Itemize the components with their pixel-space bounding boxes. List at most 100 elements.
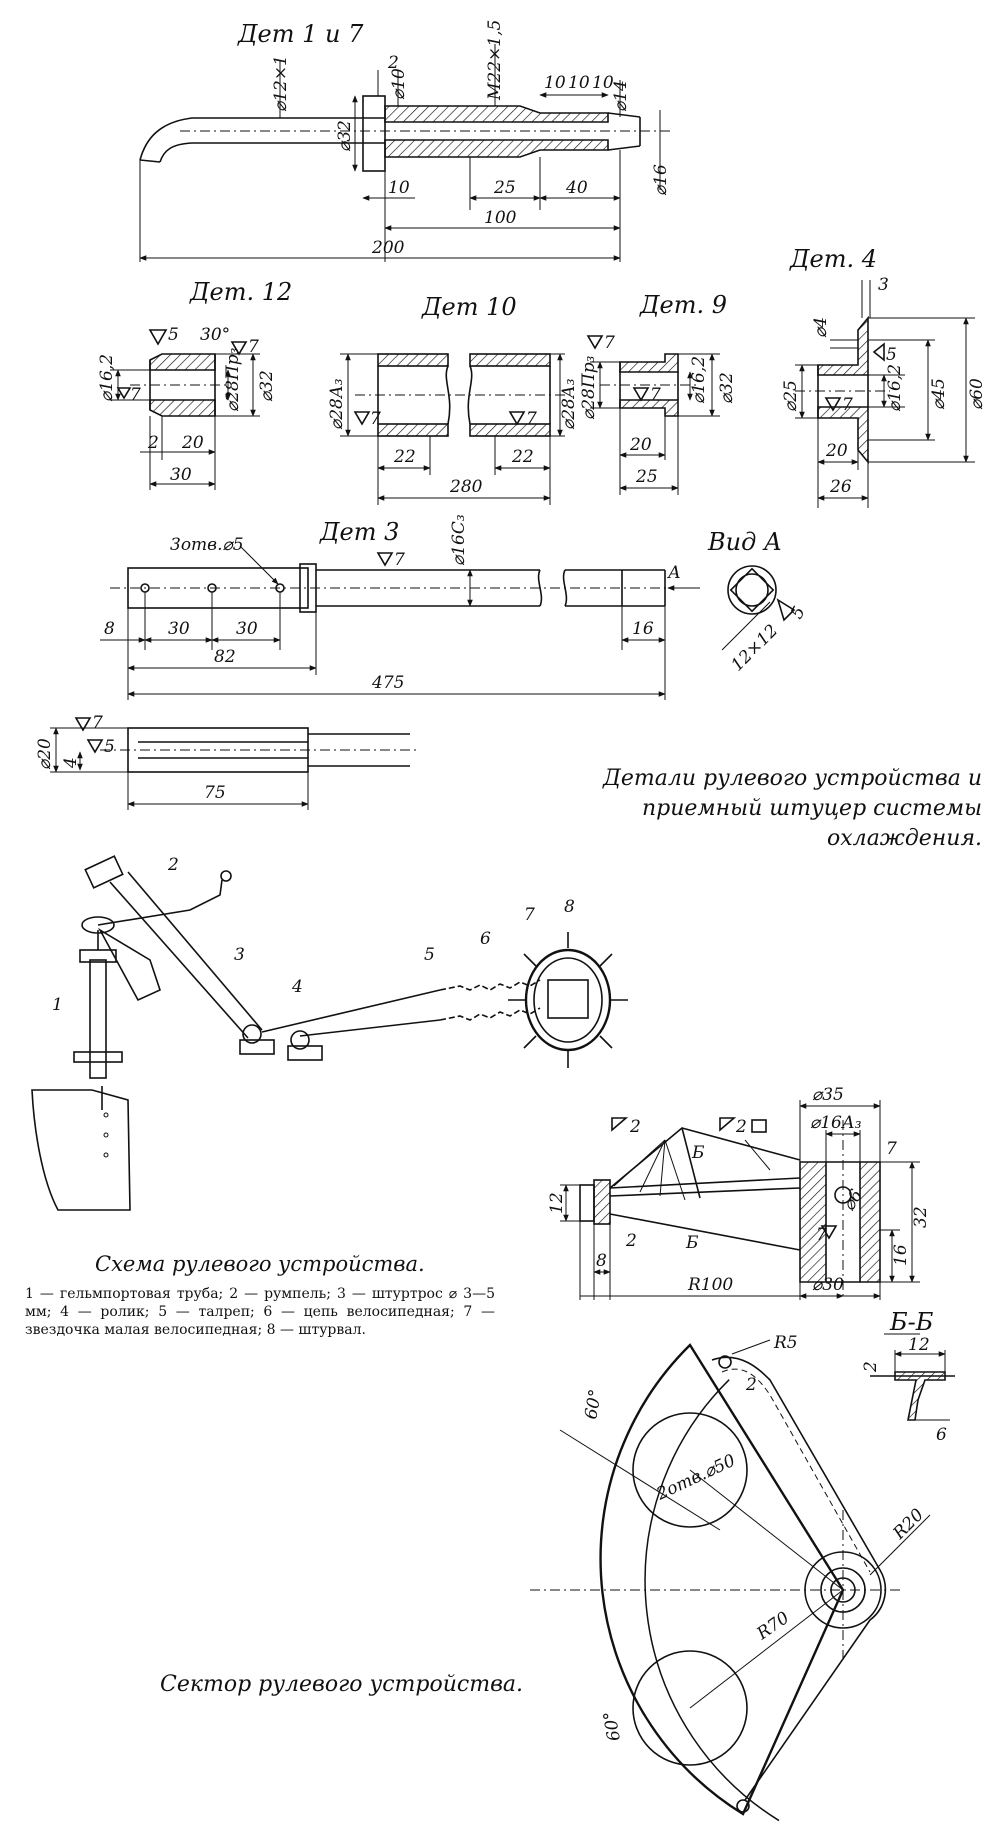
dim-12-5: 5 (168, 325, 179, 345)
dim-3-8: 8 (104, 619, 115, 639)
dim-b200: 200 (371, 238, 405, 258)
detail-3-drawing: Дет 3 3отв.⌀5 7 ⌀16С₃ А 8 (100, 514, 700, 700)
dim-f-d16a: ⌀16А₃ (810, 1113, 862, 1133)
dim-12-20: 20 (181, 433, 204, 453)
dim-10-7b: 7 (526, 409, 537, 429)
dim-12-7b: 7 (130, 385, 141, 405)
dim-vid-a-sq: 12×12 (727, 621, 782, 676)
detail-12-title: Дет. 12 (189, 278, 292, 306)
dim-bb-6: 6 (936, 1425, 947, 1445)
dim-b100: 100 (484, 208, 517, 228)
scheme-num-7: 7 (524, 905, 535, 925)
dim-f-2b: 2 (735, 1117, 747, 1137)
dim-10-d28a: ⌀28А₃ (327, 378, 347, 430)
detail-1-7-title: Дет 1 и 7 (237, 20, 364, 48)
cooling-fitting-drawing: 2 2 Б Б ⌀35 ⌀16А₃ 7 ⌀6 32 16 7 (547, 1085, 931, 1300)
dim-10-280: 280 (449, 477, 483, 497)
dim-3-475: 475 (371, 673, 404, 693)
dim-9-d32: ⌀32 (717, 372, 737, 404)
dim-3e-75: 75 (204, 783, 226, 803)
dim-3e-5: 5 (104, 737, 115, 757)
dim-12-d162: ⌀16,2 (97, 354, 117, 402)
dim-d32: ⌀32 (335, 120, 355, 152)
dim-f-7b: 7 (816, 1225, 827, 1245)
scheme-legend: 1 — гельмпортовая труба; 2 — румпель; 3 … (25, 1286, 495, 1338)
dim-9-7b: 7 (650, 385, 661, 405)
dim-f-b1: Б (691, 1143, 705, 1163)
steering-scheme-drawing: 1 2 3 4 5 6 7 8 (31, 855, 628, 1211)
view-a-title: Вид А (707, 528, 782, 556)
dim-4-26: 26 (829, 477, 852, 497)
dim-d12x1: ⌀12×1 (271, 55, 291, 112)
dim-4-d25: ⌀25 (781, 380, 801, 412)
dim-3e-d20: ⌀20 (35, 738, 55, 770)
section-bb-title: Б-Б (889, 1308, 934, 1336)
dim-12-7: 7 (248, 337, 259, 357)
dim-10-7a: 7 (370, 409, 381, 429)
dim-9-25: 25 (635, 467, 658, 487)
dim-4-d4: ⌀4 (811, 317, 831, 338)
dim-f-d30: ⌀30 (812, 1275, 844, 1295)
dim-4-d45: ⌀45 (929, 378, 949, 410)
dim-4-20: 20 (825, 441, 848, 461)
detail-3-title: Дет 3 (319, 518, 399, 546)
dim-9-d162: ⌀16,2 (689, 356, 709, 404)
detail-1-7-drawing: Дет 1 и 7 ⌀12×1 ⌀32 2 ⌀10 М22×1,5 10 10 … (139, 20, 671, 262)
dim-b10: 10 (388, 178, 410, 198)
dim-10-22b: 22 (511, 447, 534, 467)
dim-sector-holes: 2отв.⌀50 (653, 1451, 739, 1505)
dim-f-d35: ⌀35 (812, 1085, 844, 1105)
section-bb-drawing: Б-Б 12 2 6 (861, 1308, 955, 1445)
dim-bb-2: 2 (861, 1361, 881, 1373)
dim-sector-r20: R20 (889, 1505, 928, 1544)
dim-sector-2: 2 (745, 1375, 757, 1395)
dim-f-12: 12 (547, 1192, 567, 1214)
detail-12-drawing: Дет. 12 ⌀16,2 ⌀28Пр₃ ⌀32 5 30° 7 7 2 20 … (97, 278, 292, 490)
dim-bb-12: 12 (908, 1335, 930, 1355)
dim-3-7: 7 (394, 550, 405, 570)
scheme-num-1: 1 (52, 995, 63, 1015)
dim-d10: ⌀10 (389, 68, 409, 100)
dim-d14: ⌀14 (611, 80, 631, 112)
scheme-num-3: 3 (234, 945, 245, 965)
dim-12-d28: ⌀28Пр₃ (223, 347, 243, 412)
dim-b40: 40 (565, 178, 588, 198)
dim-f-2a: 2 (629, 1117, 641, 1137)
dim-f-7: 7 (886, 1139, 897, 1159)
dim-12-angle: 30° (200, 325, 230, 345)
dim-3-d16: ⌀16С₃ (449, 514, 469, 566)
detail-4-title: Дет. 4 (789, 245, 877, 273)
dim-4-7: 7 (842, 395, 853, 415)
dim-3-30b: 30 (236, 619, 258, 639)
detail-9-drawing: Дет. 9 7 ⌀28Пр₃ 7 ⌀16,2 ⌀32 20 25 (579, 291, 737, 495)
dim-4-d60: ⌀60 (967, 378, 987, 410)
dim-10-22a: 22 (393, 447, 416, 467)
dim-4-5: 5 (886, 345, 897, 365)
scheme-num-2: 2 (167, 855, 179, 875)
dim-sector-r70: R70 (753, 1608, 794, 1645)
dim-10b: 10 (568, 73, 590, 93)
sector-drawing: R5 2 60° 2отв.⌀50 R20 R70 60° (530, 1333, 931, 1822)
scheme-num-5: 5 (424, 945, 435, 965)
dim-f-2: 2 (625, 1231, 637, 1251)
dim-b25: 25 (493, 178, 516, 198)
detail-9-title: Дет. 9 (639, 291, 727, 319)
detail-10-title: Дет 10 (421, 293, 517, 321)
dim-3-a: А (667, 563, 681, 583)
scheme-num-6: 6 (480, 929, 491, 949)
scheme-num-8: 8 (564, 897, 575, 917)
dim-m22: М22×1,5 (485, 20, 505, 101)
dim-9-d28: ⌀28Пр₃ (579, 355, 599, 420)
dim-4-d162: ⌀16,2 (885, 364, 905, 412)
dim-4-3: 3 (878, 275, 889, 295)
scheme-num-4: 4 (291, 977, 303, 997)
dim-vid-a-5: 5 (787, 603, 810, 622)
dim-3e-7: 7 (92, 713, 103, 733)
dim-12-2: 2 (147, 433, 159, 453)
dim-f-b2: Б (685, 1233, 699, 1253)
detail-3-end-drawing: 7 5 ⌀20 4 75 (35, 713, 420, 810)
dim-sector-r5: R5 (773, 1333, 798, 1353)
dim-3-30a: 30 (168, 619, 190, 639)
dim-12-30: 30 (170, 465, 192, 485)
dim-f-8: 8 (596, 1251, 607, 1271)
